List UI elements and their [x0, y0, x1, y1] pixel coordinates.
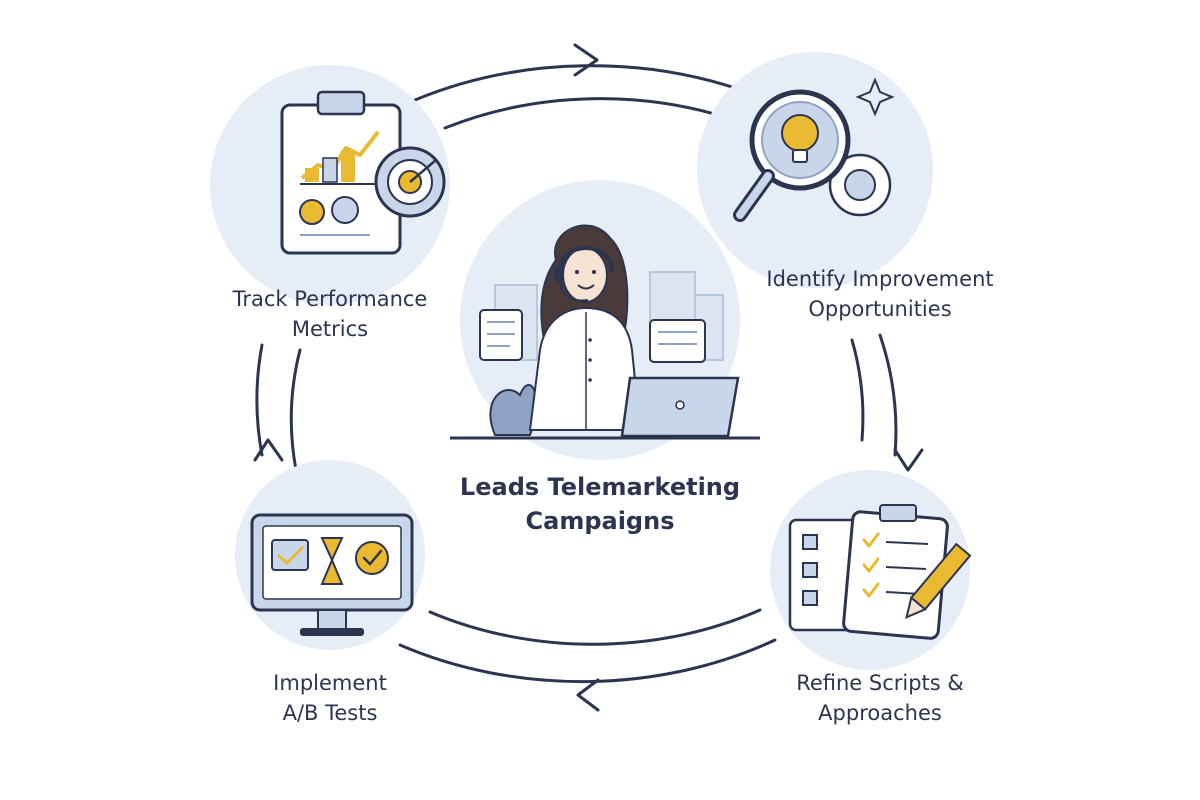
step-label-line1: Refine Scripts &	[796, 671, 964, 695]
step-label-line2: Metrics	[291, 317, 369, 341]
ring-arc-left-inner	[289, 348, 302, 472]
step-label-line2: Approaches	[818, 701, 942, 725]
step-identify-improvement-label: Identify Improvement Opportunities	[720, 264, 1040, 324]
center-title: Leads Telemarketing Campaigns	[420, 470, 780, 538]
ring-arc-top-inner	[443, 97, 742, 130]
center-agent-illustration	[450, 180, 760, 460]
step-label-line1: Implement	[273, 671, 387, 695]
ring-arc-bottom-inner	[428, 608, 762, 646]
clipboard-chart-icon	[210, 65, 450, 305]
checklist-pencil-icon	[770, 470, 972, 670]
arrow-left-icon	[576, 678, 600, 712]
arrow-up-icon	[253, 438, 284, 462]
step-label-line1: Identify Improvement	[766, 267, 994, 291]
monitor-ab-test-icon	[235, 460, 425, 650]
ring-arc-left-outer	[255, 343, 264, 457]
cycle-arrows	[253, 43, 924, 712]
ring-arc-right	[878, 333, 898, 457]
step-label-line2: Opportunities	[808, 297, 952, 321]
ring-arc-bottom-outer	[398, 638, 777, 684]
arrow-right-icon	[573, 43, 599, 77]
center-title-line1: Leads Telemarketing	[459, 473, 741, 501]
ring-arc-right-inner	[850, 338, 865, 442]
step-implement-ab-label: Implement A/B Tests	[190, 668, 470, 728]
cycle-ring	[255, 64, 898, 684]
center-title-line2: Campaigns	[525, 507, 675, 535]
ring-arc-top-outer	[413, 64, 757, 102]
magnifier-lightbulb-icon	[697, 52, 933, 288]
step-label-line2: A/B Tests	[282, 701, 378, 725]
step-label-line1: Track Performance	[232, 287, 428, 311]
step-refine-scripts-label: Refine Scripts & Approaches	[720, 668, 1040, 728]
arrow-down-icon	[893, 448, 924, 472]
step-track-performance-label: Track Performance Metrics	[190, 284, 470, 344]
